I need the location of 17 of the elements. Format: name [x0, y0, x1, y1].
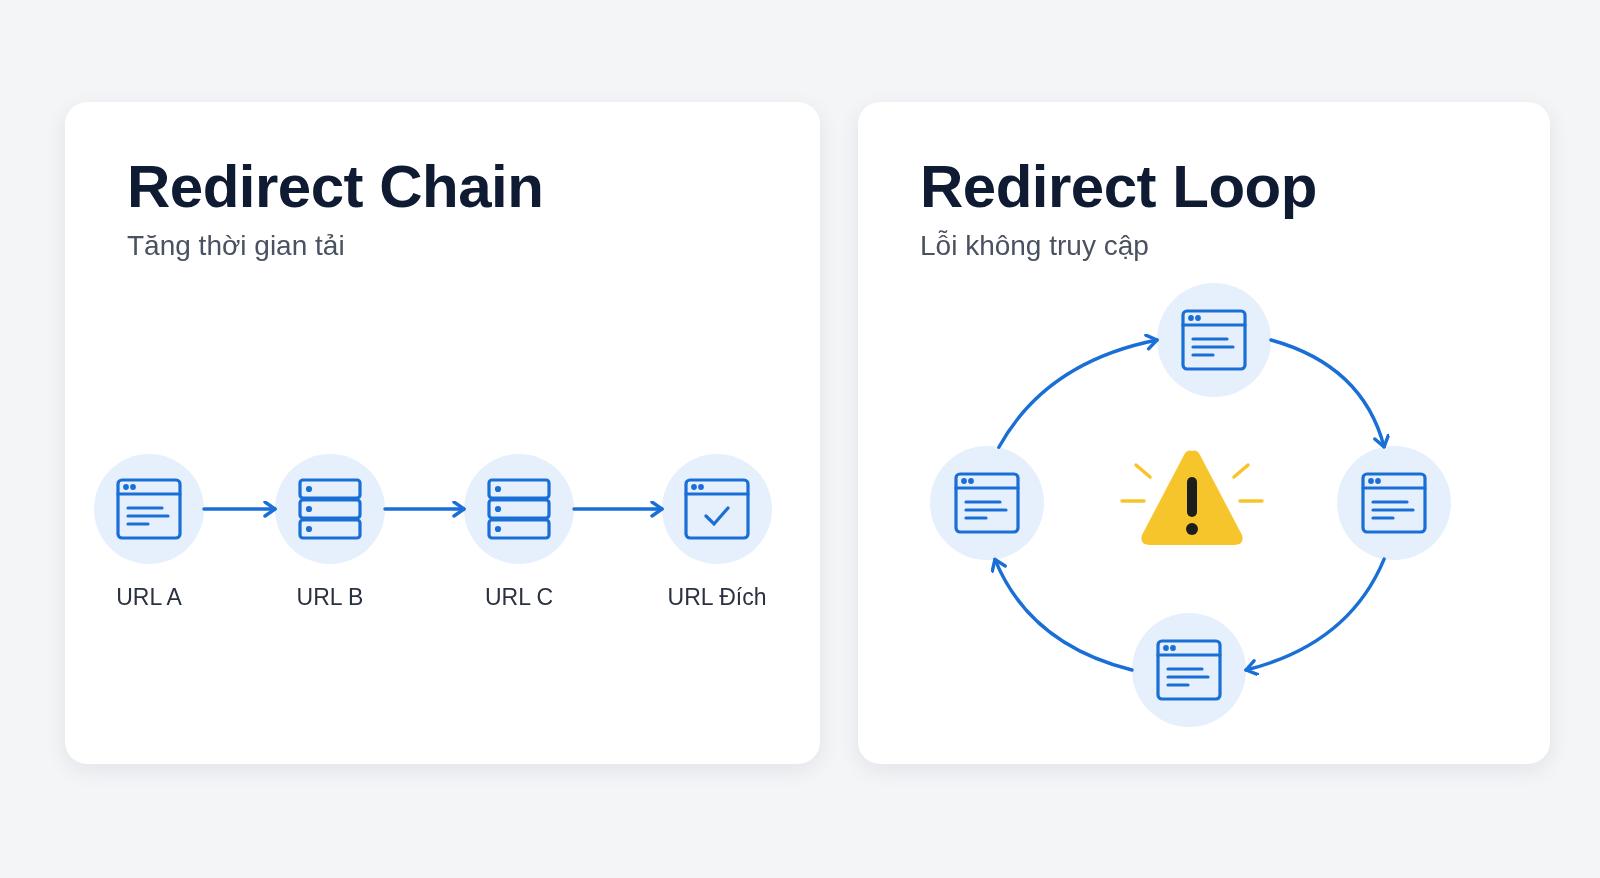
arrow — [991, 557, 1134, 672]
card-subtitle: Tăng thời gian tải — [127, 230, 345, 262]
node-label: URL B — [295, 584, 365, 611]
arrow — [1244, 557, 1386, 676]
panel-card — [65, 102, 820, 764]
node-label: URL Đích — [666, 584, 768, 611]
arrow — [997, 333, 1159, 449]
card-title: Redirect Chain — [127, 152, 544, 221]
node-label: URL C — [483, 584, 555, 611]
arrow — [572, 500, 664, 518]
card-subtitle: Lỗi không truy cập — [920, 230, 1149, 262]
arrow — [1269, 338, 1390, 449]
node-label: URL A — [115, 584, 183, 611]
card-title: Redirect Loop — [920, 152, 1317, 221]
arrow — [202, 500, 277, 518]
panel-card — [858, 102, 1550, 764]
arrow — [383, 500, 466, 518]
